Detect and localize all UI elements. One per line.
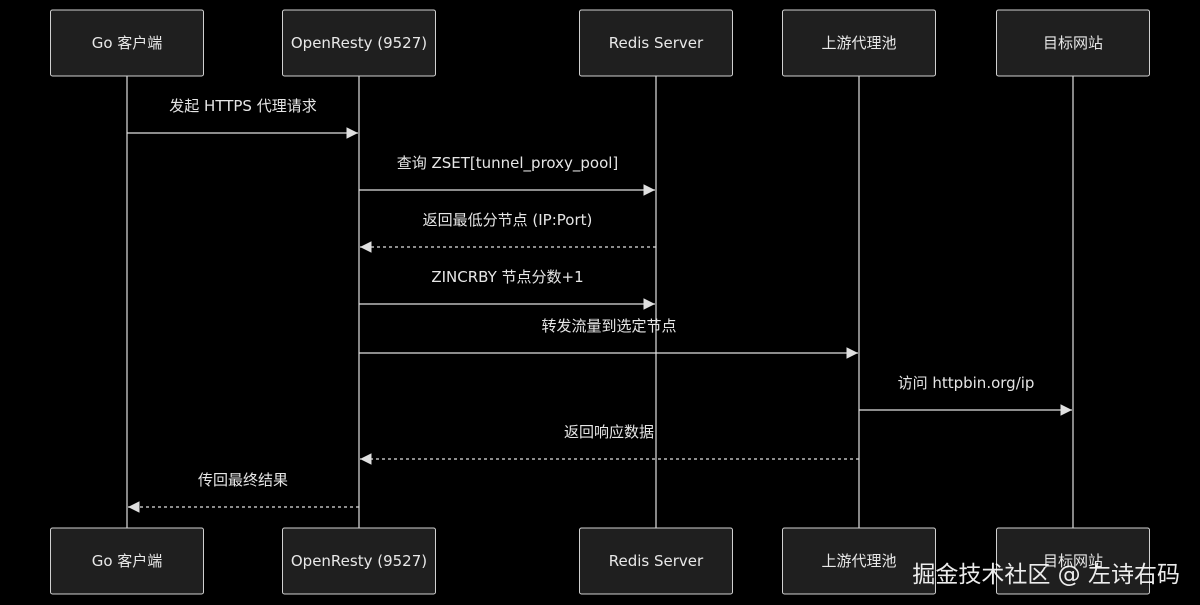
actor-box — [50, 527, 204, 595]
actor-label: OpenResty (9527) — [291, 552, 427, 570]
message-3: 返回最低分节点 (IP:Port) — [360, 211, 656, 253]
actor-openresty-bottom: OpenResty (9527) — [282, 527, 436, 595]
message-label: 访问 httpbin.org/ip — [898, 374, 1035, 392]
actor-box — [50, 9, 204, 77]
message-label: 转发流量到选定节点 — [541, 317, 676, 335]
actor-label: OpenResty (9527) — [291, 34, 427, 52]
actor-upstream-bottom: 上游代理池 — [782, 527, 936, 595]
actor-box — [782, 527, 936, 595]
message-label: 发起 HTTPS 代理请求 — [169, 97, 316, 115]
actor-label: Go 客户端 — [92, 552, 163, 570]
actor-label: 上游代理池 — [821, 552, 896, 570]
actor-label: 目标网站 — [1043, 34, 1103, 52]
actor-box — [996, 9, 1150, 77]
actor-openresty-top: OpenResty (9527) — [282, 9, 436, 77]
actor-label: Redis Server — [609, 552, 704, 570]
actors-bottom: Go 客户端 OpenResty (9527) Redis Server 上游代理池 目… — [50, 527, 1150, 595]
actor-box — [996, 527, 1150, 595]
message-label: ZINCRBY 节点分数+1 — [431, 268, 583, 286]
actor-label: 目标网站 — [1043, 552, 1103, 570]
actors-top: Go 客户端 OpenResty (9527) Redis Server 上游代理池 目… — [50, 9, 1150, 77]
watermark-text: 掘金技术社区 @ 左诗右码 — [912, 562, 1180, 588]
actor-redis-top: Redis Server — [579, 9, 733, 77]
lifelines — [126, 76, 1074, 528]
message-5: 转发流量到选定节点 — [359, 317, 858, 359]
message-label: 返回最低分节点 (IP:Port) — [423, 211, 593, 229]
actor-target-top: 目标网站 — [996, 9, 1150, 77]
message-6: 访问 httpbin.org/ip — [859, 374, 1072, 416]
message-4: ZINCRBY 节点分数+1 — [359, 268, 655, 310]
message-label: 传回最终结果 — [198, 471, 288, 489]
actor-box — [579, 9, 733, 77]
actor-client-bottom: Go 客户端 — [50, 527, 204, 595]
actor-label: 上游代理池 — [821, 34, 896, 52]
message-1: 发起 HTTPS 代理请求 — [127, 97, 358, 139]
actor-redis-bottom: Redis Server — [579, 527, 733, 595]
actor-box — [782, 9, 936, 77]
message-label: 查询 ZSET[tunnel_proxy_pool] — [397, 154, 619, 173]
actor-client-top: Go 客户端 — [50, 9, 204, 77]
actor-target-bottom: 目标网站 — [996, 527, 1150, 595]
message-7: 返回响应数据 — [360, 423, 859, 465]
actor-label: Go 客户端 — [92, 34, 163, 52]
actor-box — [579, 527, 733, 595]
actor-label: Redis Server — [609, 34, 704, 52]
message-2: 查询 ZSET[tunnel_proxy_pool] — [359, 154, 655, 196]
actor-upstream-top: 上游代理池 — [782, 9, 936, 77]
message-8: 传回最终结果 — [127, 471, 359, 513]
message-label: 返回响应数据 — [564, 423, 654, 441]
actor-box — [282, 527, 436, 595]
actor-box — [282, 9, 436, 77]
